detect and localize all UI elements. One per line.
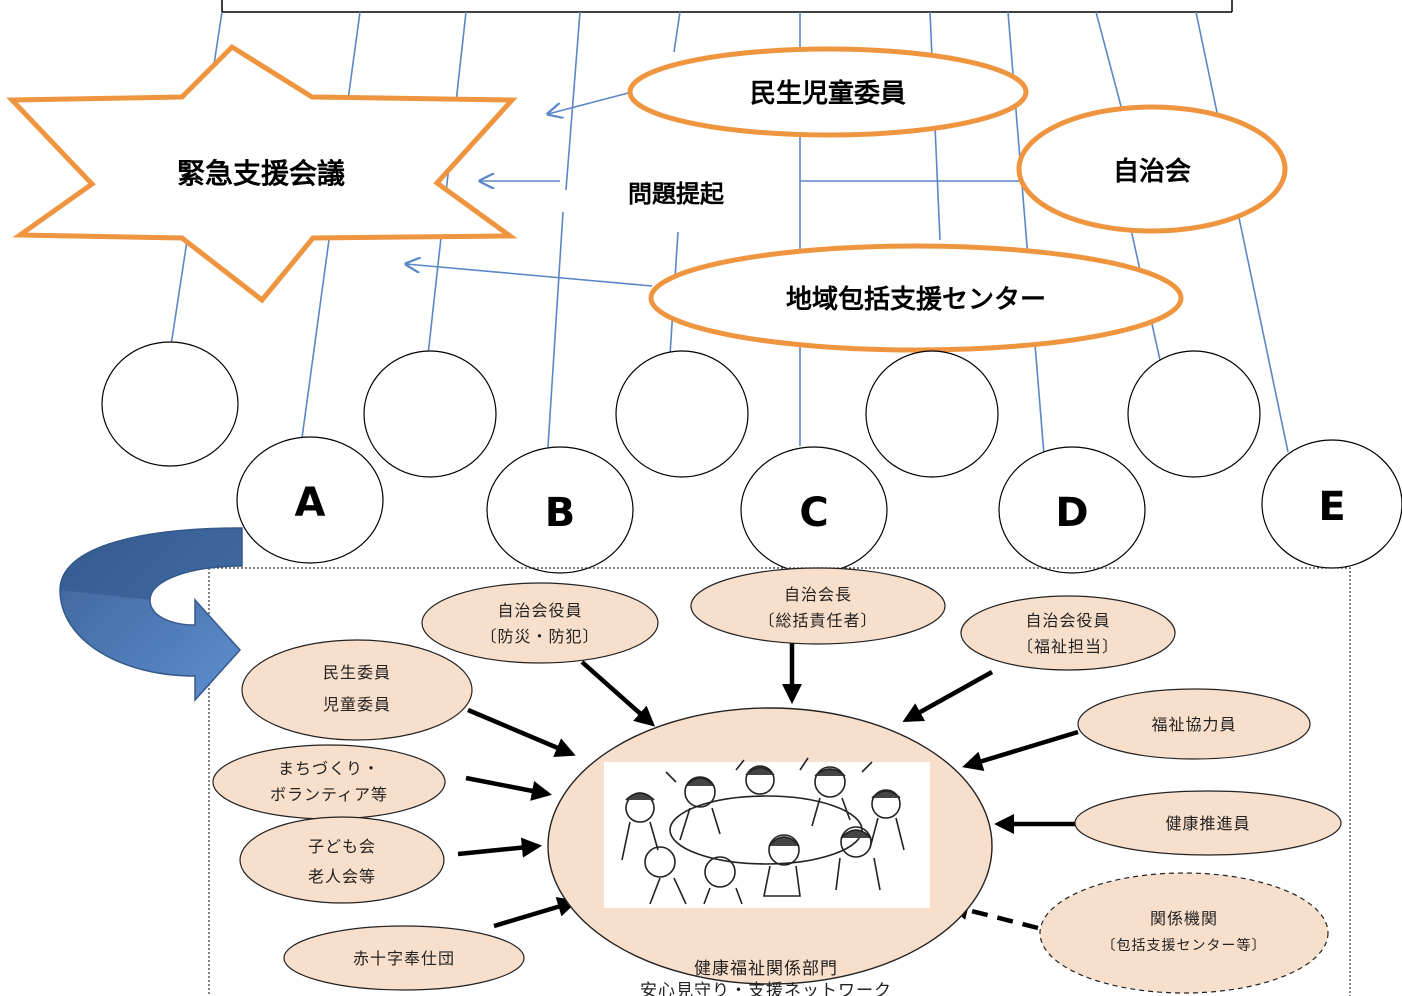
network-caption-line-2: 安心見守り・支援ネットワーク xyxy=(640,981,892,996)
svg-text:民生委員: 民生委員 xyxy=(323,663,391,682)
household-c: C xyxy=(740,446,888,574)
neighborhood-association-ellipse: 自治会 xyxy=(1016,104,1288,234)
household-e: E xyxy=(1261,439,1402,569)
node-town-planning: まちづくり・ ボランティア等 xyxy=(212,744,446,820)
meeting-illustration xyxy=(621,757,905,905)
household-b-label: B xyxy=(545,490,576,536)
emergency-meeting-star: 緊急支援会議 xyxy=(6,43,518,304)
node-children-elders: 子ども会 老人会等 xyxy=(239,816,445,904)
community-support-center-label: 地域包括支援センター xyxy=(786,284,1046,315)
svg-text:健康推進員: 健康推進員 xyxy=(1165,814,1250,833)
svg-text:〔包括支援センター等〕: 〔包括支援センター等〕 xyxy=(1102,937,1267,954)
top-box xyxy=(221,0,1233,13)
household-circle xyxy=(101,341,239,467)
problem-raising-label: 問題提起 xyxy=(628,180,725,208)
neighborhood-association-label: 自治会 xyxy=(1113,156,1191,187)
community-support-center-ellipse: 地域包括支援センター xyxy=(648,243,1184,353)
household-c-label: C xyxy=(799,490,828,536)
household-d-label: D xyxy=(1055,490,1088,536)
svg-text:まちづくり・: まちづくり・ xyxy=(278,759,380,778)
household-circles xyxy=(101,341,1261,478)
node-assoc-chair: 自治会長 〔総括責任者〕 xyxy=(690,567,946,645)
household-d: D xyxy=(998,446,1146,574)
household-a-label: A xyxy=(295,480,326,526)
welfare-commissioner-ellipse: 民生児童委員 xyxy=(627,46,1029,138)
emergency-meeting-label: 緊急支援会議 xyxy=(177,157,345,190)
report-arrows xyxy=(406,91,653,287)
household-circle xyxy=(363,350,497,478)
node-welfare-cooperator: 福祉協力員 xyxy=(1077,688,1311,760)
network-caption-line-1: 健康福祉関係部門 xyxy=(694,959,838,979)
curved-arrow-icon xyxy=(59,527,243,702)
household-circle xyxy=(615,350,749,478)
household-circle xyxy=(1127,350,1261,478)
household-e-label: E xyxy=(1318,484,1345,530)
network-frame xyxy=(208,567,1351,996)
svg-text:子ども会: 子ども会 xyxy=(308,837,376,856)
svg-text:自治会役員: 自治会役員 xyxy=(1025,611,1110,630)
svg-text:自治会長: 自治会長 xyxy=(784,585,852,604)
household-a: A xyxy=(236,436,384,564)
svg-text:〔福祉担当〕: 〔福祉担当〕 xyxy=(1017,637,1119,656)
network-arrows xyxy=(457,640,1079,931)
svg-text:赤十字奉仕団: 赤十字奉仕団 xyxy=(353,949,455,968)
svg-text:〔防災・防犯〕: 〔防災・防犯〕 xyxy=(480,627,599,646)
svg-text:児童委員: 児童委員 xyxy=(323,695,391,714)
svg-text:〔総括責任者〕: 〔総括責任者〕 xyxy=(758,611,877,630)
node-assoc-officer-welfare: 自治会役員 〔福祉担当〕 xyxy=(960,595,1176,671)
household-b: B xyxy=(486,446,634,574)
central-meeting-circle xyxy=(547,707,993,985)
svg-text:関係機関: 関係機関 xyxy=(1150,909,1218,928)
node-assoc-officer-safety: 自治会役員 〔防災・防犯〕 xyxy=(421,582,659,664)
node-health-promoter: 健康推進員 xyxy=(1074,790,1342,856)
svg-text:ボランティア等: ボランティア等 xyxy=(270,785,388,804)
node-related-agencies: 関係機関 〔包括支援センター等〕 xyxy=(1039,872,1329,994)
svg-text:自治会役員: 自治会役員 xyxy=(497,601,582,620)
node-welfare-volunteer: 民生委員 児童委員 xyxy=(241,639,473,741)
svg-text:福祉協力員: 福祉協力員 xyxy=(1151,715,1236,734)
household-circle xyxy=(865,350,999,478)
welfare-commissioner-label: 民生児童委員 xyxy=(750,78,906,109)
node-red-cross: 赤十字奉仕団 xyxy=(283,925,525,991)
svg-text:老人会等: 老人会等 xyxy=(308,867,376,886)
